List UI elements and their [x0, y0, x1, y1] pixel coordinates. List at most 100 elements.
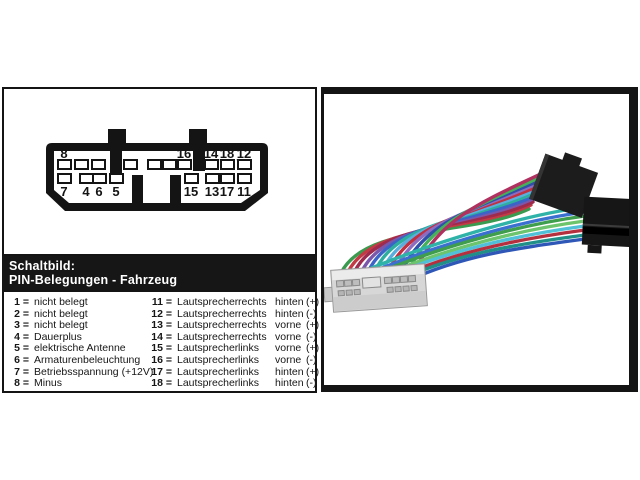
pin-number: 18 =: [151, 377, 172, 390]
pin-device: Lautsprecher: [177, 330, 239, 343]
pin-slot: [162, 159, 177, 170]
pin-polarity: (+): [306, 296, 320, 308]
pin-slot: [109, 173, 124, 184]
pin-description: Dauerplus: [34, 330, 82, 343]
pin-slot: [237, 173, 252, 184]
pin-polarity: (+): [306, 342, 320, 355]
pin-label-5: 5: [112, 184, 119, 199]
pin-device: Lautsprecher: [177, 319, 239, 332]
connector-key-divider: [193, 143, 205, 171]
pin-label-6: 6: [95, 184, 102, 199]
legend-row: 8 = Minus: [11, 378, 150, 390]
pin-slot: [391, 276, 401, 284]
photo-frame-top: [321, 87, 638, 94]
pin-device: Lautsprecher: [177, 307, 239, 320]
adapter-cable-photo: [321, 87, 638, 392]
pin-label-8: 8: [60, 146, 67, 161]
legend-row: 6 = Armaturenbeleuchtung: [11, 353, 150, 367]
pin-slot: [92, 173, 107, 184]
pin-side: links: [238, 365, 260, 378]
legend-row: 5 =elektrische Antenne: [11, 343, 150, 355]
vehicle-pin-slots-row1: [335, 274, 417, 289]
vehicle-connector-top-face: [331, 264, 425, 281]
iso-connector-ridge: [582, 223, 638, 229]
iso-connector-groove: [582, 226, 638, 237]
photo-frame-left: [321, 87, 324, 392]
pin-label-11: 11: [237, 184, 251, 199]
pin-slot: [237, 159, 252, 170]
pin-number: 7 =: [14, 365, 29, 378]
pin-slot: [57, 159, 72, 170]
pin-side: links: [238, 342, 260, 355]
legend-row: 1 =nicht belegt: [11, 296, 150, 309]
pin-number: 8 =: [14, 377, 29, 390]
header-line-1: Schaltbild:: [9, 259, 76, 273]
pin-device: Lautsprecher: [177, 365, 239, 378]
pin-slot: [402, 285, 410, 292]
pin-slot: [123, 159, 138, 170]
pin-polarity: (+): [306, 319, 320, 332]
connector-diagram: 8 16 14 18 12 7 4 6 5 15 13 17 11: [46, 129, 268, 211]
pin-label-12: 12: [237, 146, 251, 161]
pin-label-17: 17: [220, 184, 234, 199]
pin-number: 14 =: [151, 330, 172, 343]
photo-frame-right: [629, 87, 638, 392]
pin-slot: [79, 173, 94, 184]
pin-slot: [399, 275, 409, 284]
pin-device: Lautsprecher: [177, 353, 239, 366]
vehicle-connector-lower-face: [333, 290, 427, 312]
pin-slot: [335, 279, 345, 288]
iso-connector-foot: [587, 244, 602, 254]
pin-device: Lautsprecher: [177, 377, 239, 390]
pin-side: rechts: [238, 319, 267, 332]
pin-device: Lautsprecher: [177, 296, 239, 308]
pin-label-14: 14: [204, 146, 219, 161]
photo-frame-bottom: [321, 385, 638, 392]
key-slot: [361, 276, 382, 289]
connector-key-divider: [110, 143, 122, 173]
pin-slot: [394, 285, 402, 293]
legend-row: 3 =nicht belegt: [11, 320, 150, 332]
pin-number: 5 =: [14, 342, 29, 355]
pin-position: hinten: [275, 307, 304, 320]
pin-label-4: 4: [82, 184, 90, 199]
pin-label-15: 15: [184, 184, 198, 199]
pin-slot: [410, 284, 418, 292]
pin-side: links: [238, 377, 260, 390]
pin-number: 11 =: [151, 296, 172, 308]
pin-description: nicht belegt: [34, 296, 88, 308]
pin-slot: [220, 173, 235, 184]
pin-slot: [345, 289, 353, 296]
schematic-header: Schaltbild: PIN-Belegungen - Fahrzeug: [2, 256, 317, 290]
vehicle-pin-slots-row2: [337, 284, 418, 297]
pin-description: Armaturenbeleuchtung: [34, 353, 141, 366]
legend-row: 4 = Dauerplus: [11, 330, 150, 344]
pin-number: 4 =: [14, 330, 29, 343]
pin-device: Lautsprecher: [177, 342, 239, 355]
pin-polarity: (+): [306, 365, 320, 378]
pin-position: vorne: [275, 330, 302, 343]
pin-side: rechts: [238, 296, 267, 308]
pin-number: 12 =: [151, 307, 172, 320]
connector-top-tab: [189, 129, 207, 145]
bottom-pin-row: [57, 173, 252, 184]
pin-slot: [205, 173, 220, 184]
pin-legend: 1 =nicht belegt 2 =nicht belegt 3 =nicht…: [2, 290, 320, 393]
iso-connector-latch: [561, 152, 583, 168]
pin-position: hinten: [275, 377, 304, 390]
pin-number: 6 =: [14, 353, 29, 366]
legend-column-left: 1 =nicht belegt 2 =nicht belegt 3 =nicht…: [11, 296, 153, 390]
pin-slot: [407, 274, 417, 283]
legend-row: 7 =Betriebsspannung (+12V): [11, 365, 153, 379]
schematic-panel: 8 16 14 18 12 7 4 6 5 15 13 17 11 Schalt…: [2, 87, 320, 393]
top-pin-row: [57, 159, 252, 170]
pin-description: Minus: [34, 377, 63, 390]
pin-polarity: (-): [306, 307, 317, 320]
pin-number: 17 =: [151, 365, 172, 378]
pin-side: links: [238, 353, 260, 366]
